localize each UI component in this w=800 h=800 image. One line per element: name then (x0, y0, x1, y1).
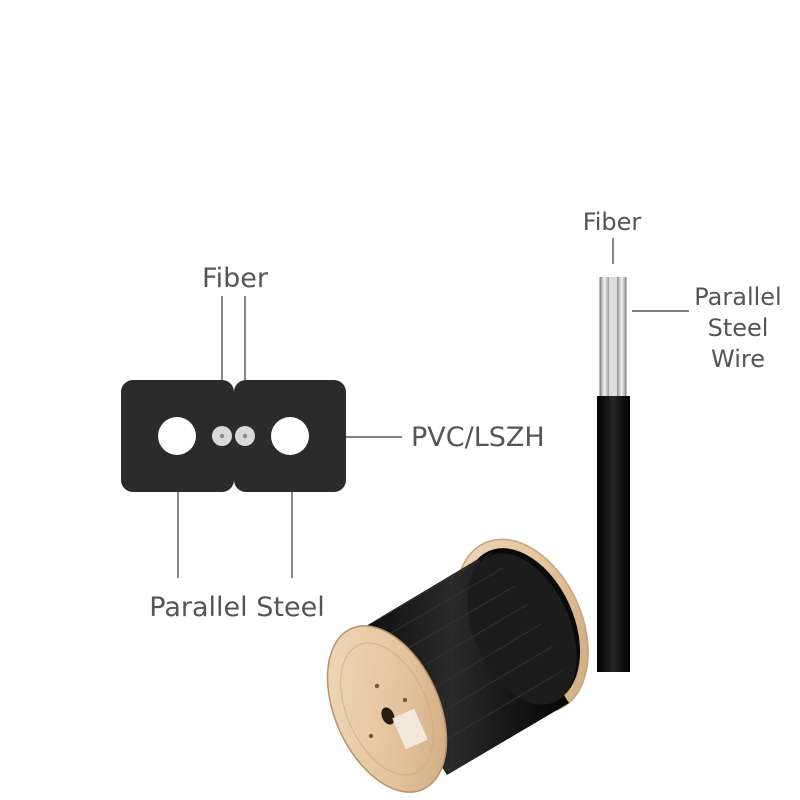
cable-jacket-side (597, 396, 630, 672)
steel-wire-left-strand (600, 277, 609, 397)
fiber-dot-left (219, 433, 225, 439)
strength-member-label: Parallel Steel (149, 592, 324, 623)
reel-bolt-1 (374, 683, 380, 689)
reel-sticker (392, 708, 428, 750)
cable-drum-back-edge (467, 553, 577, 705)
fiber-dot-right (242, 433, 248, 439)
side-wire-label-line2: Steel (708, 314, 769, 342)
reel-hub-hole (381, 707, 395, 725)
fiber-strand (609, 277, 617, 397)
cross-section: Fiber PVC/LSZH Parallel Steel (121, 263, 545, 623)
reel-bolt-2 (402, 697, 408, 703)
fiber-label: Fiber (202, 263, 269, 294)
jacket-label: PVC/LSZH (411, 422, 545, 453)
side-fiber-label: Fiber (583, 208, 642, 236)
side-wire-label-line3: Wire (711, 345, 765, 373)
reel-bolt-3 (368, 733, 374, 739)
steel-wire-right (271, 417, 309, 455)
side-wire-label-line1: Parallel (694, 283, 781, 311)
steel-wire-left (158, 417, 196, 455)
steel-wire-right-strand (617, 277, 626, 397)
cable-reel (326, 538, 589, 793)
reel-front-flange-ring (340, 642, 434, 776)
cable-drum (356, 559, 569, 775)
side-view: Fiber Parallel Steel Wire (583, 208, 782, 672)
